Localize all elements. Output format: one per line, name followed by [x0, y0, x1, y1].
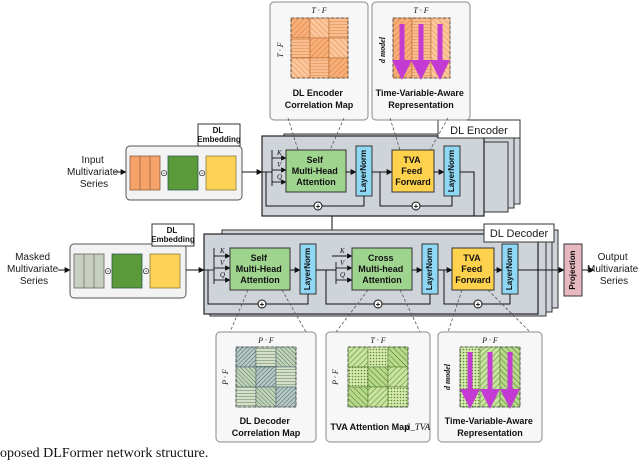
enc-corr-top-axis: T · F — [311, 6, 326, 15]
decoder-tva-ffn-label: TVA Feed Forward — [455, 253, 491, 285]
encoder-layernorm-1-label: LayerNorm — [359, 150, 368, 192]
dec-tva-att-top-axis: T · F — [370, 336, 385, 345]
encoder-time-embedding-block — [167, 155, 199, 191]
decoder-cross-q-label: Q — [340, 271, 345, 279]
decoder-masked-series-block — [73, 253, 105, 289]
decoder-self-k-label: K — [219, 247, 225, 255]
decoder-self-v-label: V — [220, 259, 225, 267]
dec-corr-caption: DL Decoder Correlation Map — [232, 416, 301, 438]
decoder-residual-1-plus: + — [260, 300, 265, 309]
decoder-output-label: Output Multivariate Series — [587, 252, 640, 287]
decoder-layernorm-1-label: LayerNorm — [303, 248, 312, 290]
dec-corr-top-axis: P · F — [257, 336, 274, 345]
dec-tva-caption: Time-Variable-Aware Representation — [445, 416, 536, 438]
decoder-cross-v-label: V — [340, 259, 345, 267]
encoder-tva-ffn — [391, 149, 435, 193]
encoder-self-attention-label: Self Multi-Head Attention — [292, 155, 341, 187]
decoder-residual-2-plus: + — [376, 300, 381, 309]
encoder-residual-1-plus: + — [316, 202, 321, 211]
encoder-input-label: Input Multivariate Series — [67, 155, 121, 190]
projection-label: Projection — [568, 250, 577, 289]
enc-tva-caption: Time-Variable-Aware Representation — [376, 88, 467, 110]
encoder-op-1: ⊙ — [160, 168, 168, 178]
decoder-embedding-label-box — [151, 223, 195, 247]
encoder-embedding-label-box — [197, 123, 241, 147]
decoder-cross-k-label: K — [339, 247, 345, 255]
decoder-op-1: ⊙ — [104, 266, 112, 276]
decoder-layernorm-2-label: LayerNorm — [425, 248, 434, 290]
encoder-residual-2-plus: + — [414, 202, 419, 211]
dec-tva-top-axis: P · F — [481, 336, 498, 345]
figure-caption: oposed DLFormer network structure. — [0, 446, 209, 461]
encoder-op-2: ⊙ — [198, 168, 206, 178]
decoder-cross-attention-label: Cross Multi-head Attention — [358, 253, 406, 285]
dec-tva-att-caption-math: â_TVA — [406, 422, 431, 432]
dec-tva-att-grid — [347, 346, 409, 408]
encoder-embedding-label: DL Embedding — [197, 126, 241, 144]
decoder-input-label: Masked Multivariate Series — [7, 252, 61, 287]
decoder-self-q-label: Q — [220, 271, 225, 279]
encoder-v-label: V — [277, 161, 282, 169]
encoder-section: DL Encoder Input Multivariate Series DL … — [67, 119, 521, 265]
dec-tva-side-axis: d model — [443, 363, 452, 390]
dec-tva-att-side-axis: P · F — [331, 369, 340, 386]
decoder-tva-ffn — [451, 247, 495, 291]
decoder-layernorm-3-label: LayerNorm — [505, 248, 514, 290]
enc-tva-side-axis: d model — [378, 36, 387, 63]
panel-decoder-tva-representation: P · F d model Time-Variable-Aware Repres… — [437, 289, 543, 443]
encoder-q-label: Q — [277, 173, 282, 181]
dec-corr-side-axis: P · F — [221, 369, 230, 386]
enc-tva-columns — [392, 17, 451, 80]
dec-tva-att-caption: TVA Attention Map — [330, 422, 410, 432]
encoder-self-attention — [285, 149, 347, 193]
decoder-stack-label: DL Decoder — [490, 228, 549, 240]
enc-corr-side-axis: T · F — [276, 42, 285, 57]
enc-corr-caption: DL Encoder Correlation Map — [285, 88, 354, 110]
enc-corr-grid — [290, 17, 349, 79]
decoder-time-embedding-block — [111, 253, 143, 289]
decoder-variable-embedding-block — [149, 253, 181, 289]
panel-encoder-tva-representation: T · F d model Time-Variable-Aware Repres… — [371, 1, 471, 151]
decoder-cross-attention — [351, 247, 413, 291]
panel-decoder-correlation: P · F P · F DL Decoder Correlation Map — [215, 289, 317, 443]
dec-corr-grid — [235, 346, 297, 408]
encoder-input-series-block — [129, 155, 161, 191]
enc-tva-top-axis: T · F — [413, 6, 428, 15]
decoder-op-2: ⊙ — [142, 266, 150, 276]
decoder-section: DL Decoder Masked Multivariate Series DL… — [7, 223, 640, 317]
decoder-stack-label-box — [483, 223, 555, 243]
encoder-layernorm-2-label: LayerNorm — [447, 150, 456, 192]
encoder-tva-ffn-label: TVA Feed Forward — [395, 155, 431, 187]
decoder-embedding-label: DL Embedding — [151, 226, 195, 244]
decoder-residual-3-plus: + — [476, 300, 481, 309]
decoder-self-attention — [229, 247, 291, 291]
encoder-k-label: K — [276, 149, 282, 157]
panel-encoder-correlation: T · F T · F DL Encoder Correlation Map — [269, 1, 369, 151]
encoder-stack-label: DL Encoder — [450, 125, 508, 137]
encoder-stack-label-box — [437, 119, 521, 139]
panel-decoder-tva-attention-map: T · F P · F TVA Attention Map â_TVA — [325, 289, 431, 443]
decoder-self-attention-label: Self Multi-Head Attention — [236, 253, 285, 285]
encoder-variable-embedding-block — [205, 155, 237, 191]
dec-tva-columns — [459, 346, 521, 409]
